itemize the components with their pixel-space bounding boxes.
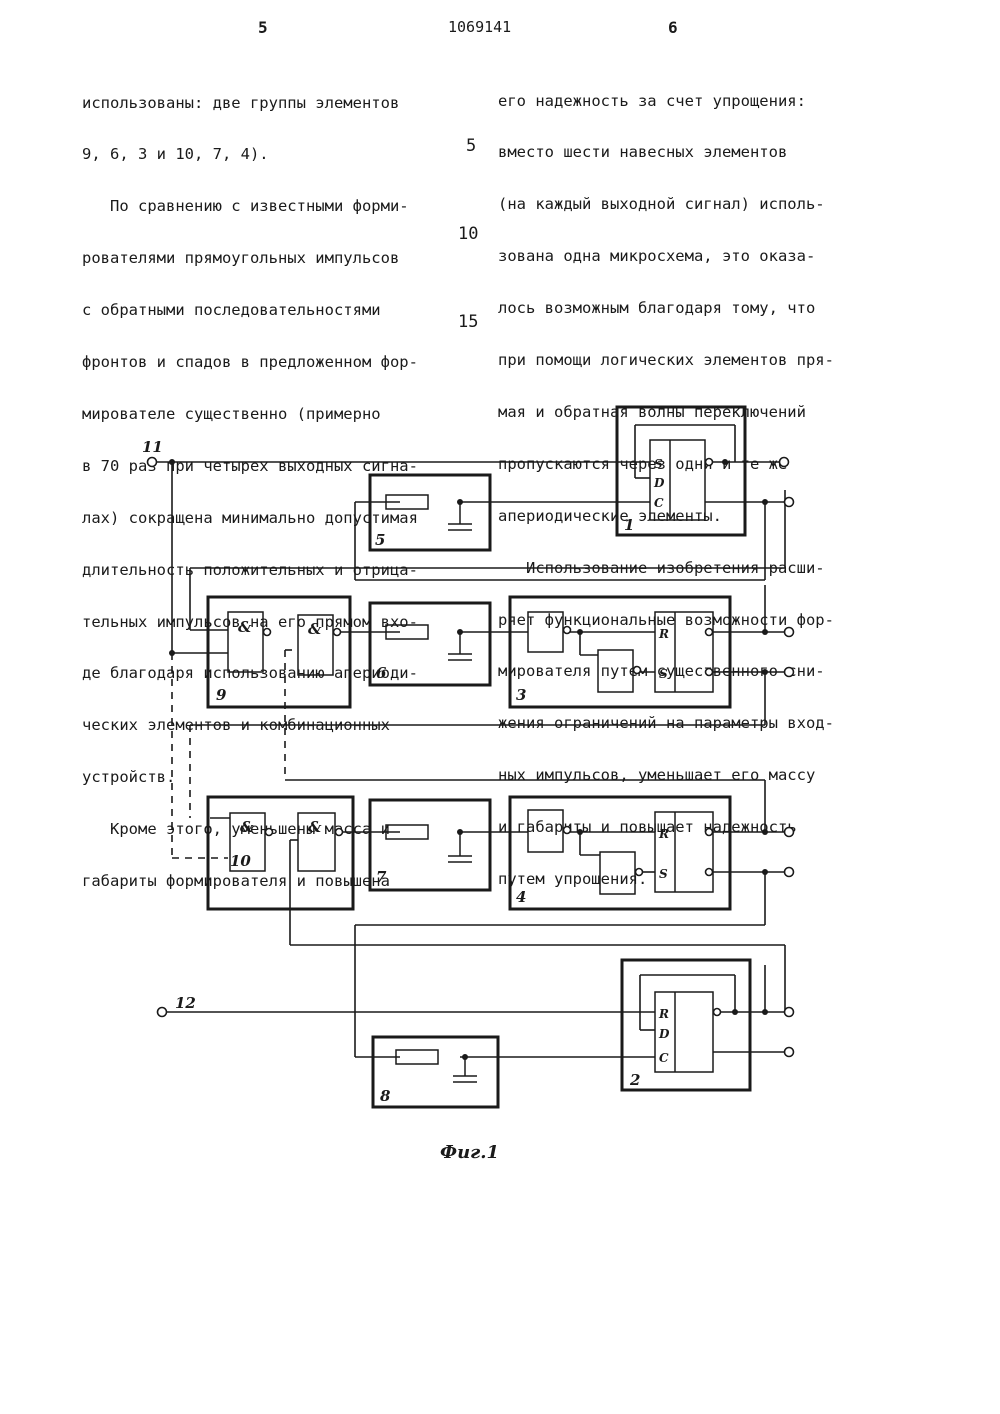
text-line: По сравнению с известными форми- — [82, 198, 418, 215]
circuit-diagram: 11 12 1 2 3 4 5 6 7 8 9 10 & & & & S D C… — [0, 390, 1000, 1150]
line-number-15: 15 — [458, 312, 478, 332]
text-line: с обратными последовательностями — [82, 302, 418, 319]
block-2-frame — [622, 960, 750, 1090]
text-line: его надежность за счет упрощения: — [498, 93, 834, 110]
line-number-5: 5 — [466, 136, 476, 156]
text-line: вместо шести навесных элементов — [498, 144, 834, 161]
text-line: рователями прямоугольных импульсов — [82, 250, 418, 267]
and-gate-symbol: & — [238, 618, 252, 636]
terminal-12-label: 12 — [175, 994, 196, 1012]
page-number-right: 6 — [668, 18, 678, 37]
block-8-label: 8 — [380, 1087, 391, 1105]
text-line: при помощи логических элементов пря- — [498, 352, 834, 369]
block-9-frame — [208, 597, 350, 707]
terminal-11-label: 11 — [142, 438, 163, 456]
block-8-frame — [373, 1037, 498, 1107]
block-10-label: 10 — [230, 852, 251, 870]
block-4-label: 4 — [516, 888, 526, 906]
block-1-label: 1 — [624, 516, 634, 534]
patent-number: 1069141 — [448, 18, 511, 36]
block-7-label: 7 — [376, 868, 387, 886]
pin-s-label: S — [654, 457, 663, 471]
pin-d-label: D — [653, 476, 665, 490]
block-6-frame — [370, 603, 490, 685]
block-7-frame — [370, 800, 490, 890]
text-line: (на каждый выходной сигнал) исполь- — [498, 196, 834, 213]
block-9-label: 9 — [216, 686, 227, 704]
text-line: лось возможным благодаря тому, что — [498, 300, 834, 317]
block-2-label: 2 — [629, 1071, 640, 1089]
line-number-10: 10 — [458, 224, 478, 244]
block-1-frame — [617, 407, 745, 535]
pin-r-label: R — [658, 1007, 669, 1021]
and-gate-symbol: & — [308, 818, 322, 836]
pin-s-label: S — [659, 667, 668, 681]
and-gate-symbol: & — [308, 620, 322, 638]
figure-caption: Фиг.1 — [440, 1142, 499, 1163]
pin-c-label: C — [659, 1051, 669, 1065]
pin-r-label: R — [658, 627, 669, 641]
and-gate-symbol: & — [240, 818, 254, 836]
block-6-label: 6 — [376, 664, 387, 682]
text-line: зована одна микросхема, это оказа- — [498, 248, 834, 265]
text-line: 9, 6, 3 и 10, 7, 4). — [82, 146, 418, 163]
block-5-label: 5 — [375, 531, 385, 549]
page-number-left: 5 — [258, 18, 268, 37]
pin-c-label: C — [654, 496, 664, 510]
pin-r-label: R — [658, 827, 669, 841]
block-5-frame — [370, 475, 490, 550]
text-line: фронтов и спадов в предложенном фор- — [82, 354, 418, 371]
pin-d-label: D — [658, 1027, 670, 1041]
pin-s-label: S — [659, 867, 668, 881]
text-line: использованы: две группы элементов — [82, 95, 418, 112]
block-3-label: 3 — [516, 686, 526, 704]
